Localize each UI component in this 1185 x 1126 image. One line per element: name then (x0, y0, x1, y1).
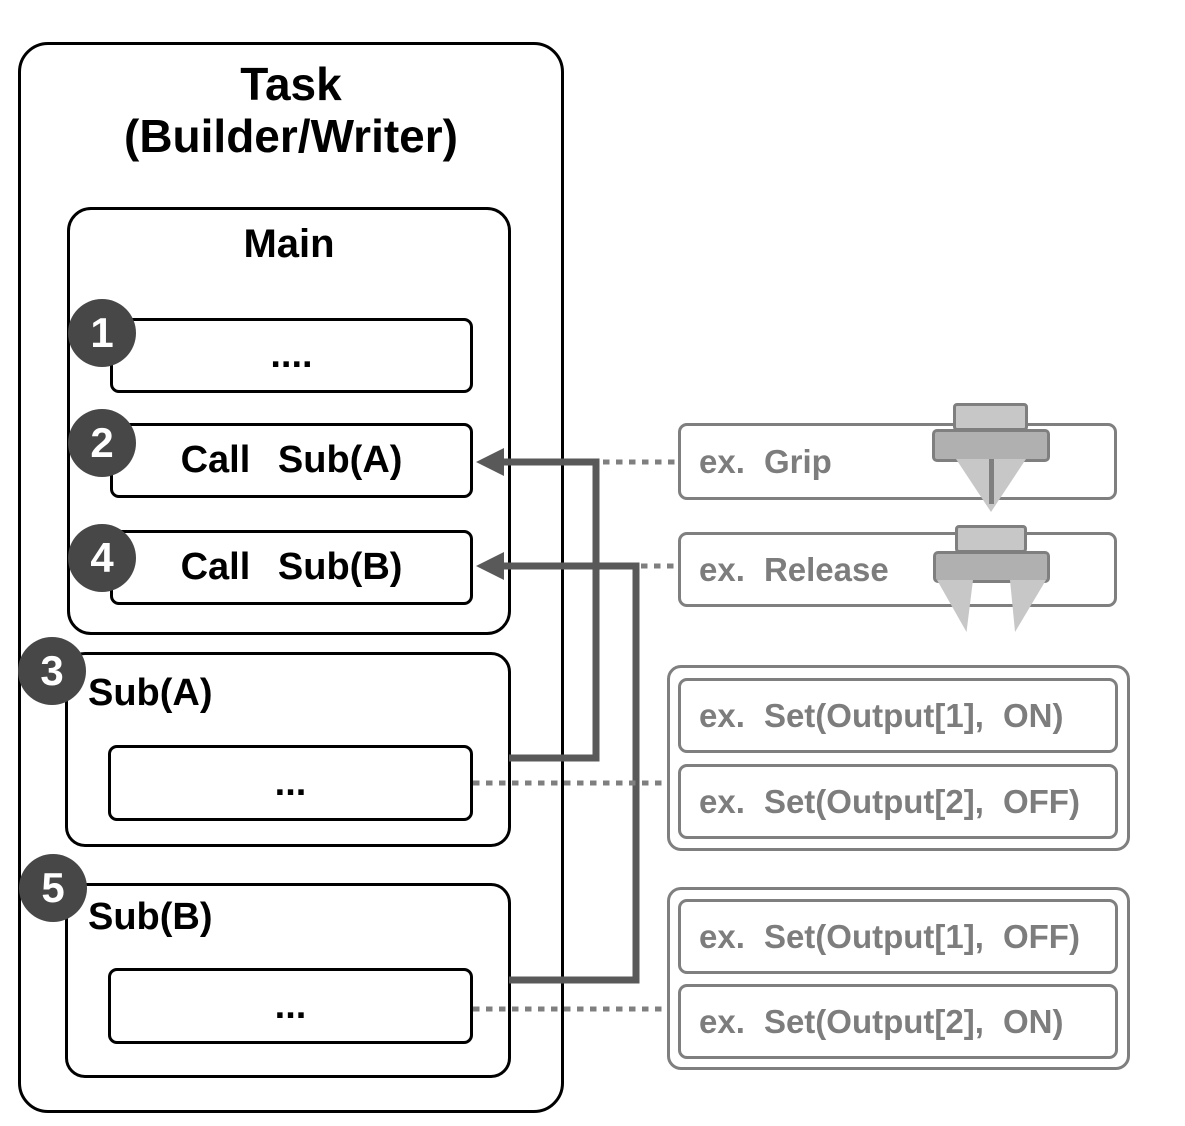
main-title: Main (243, 222, 335, 266)
step-number-3: 3 (18, 637, 86, 705)
example-set-output2-on-box: ex. Set(Output[2], ON) (678, 984, 1118, 1059)
sub-b-title: Sub(B) (88, 896, 213, 938)
task-title-line2: (Builder/Writer) (124, 110, 458, 162)
gripper-open-finger-right (1010, 580, 1046, 632)
gripper-open-finger-left (937, 580, 973, 632)
example-set-output1-on-label: ex. Set(Output[1], ON) (699, 696, 1064, 734)
sub-a-examples-group: ex. Set(Output[1], ON) ex. Set(Output[2]… (667, 665, 1130, 851)
gripper-open-top (955, 525, 1027, 553)
gripper-closed-top (953, 403, 1028, 431)
example-set-output2-off-label: ex. Set(Output[2], OFF) (699, 782, 1080, 820)
step-number-4: 4 (68, 524, 136, 592)
example-set-output1-on-box: ex. Set(Output[1], ON) (678, 678, 1118, 753)
gripper-closed-body (932, 429, 1050, 462)
step-number-2: 2 (68, 409, 136, 477)
example-grip-label: ex. Grip (699, 442, 832, 480)
example-set-output1-off-box: ex. Set(Output[1], OFF) (678, 899, 1118, 974)
step-number-5: 5 (19, 854, 87, 922)
example-set-output2-on-label: ex. Set(Output[2], ON) (699, 1002, 1064, 1040)
task-title-line1: Task (240, 58, 342, 110)
step-box-call-sub-a: Call Sub(A) (110, 423, 473, 498)
step-box-dots: .... (110, 318, 473, 393)
example-release-label: ex. Release (699, 550, 889, 588)
gripper-closed-icon (932, 403, 1052, 513)
gripper-closed-slot (989, 459, 994, 504)
example-set-output2-off-box: ex. Set(Output[2], OFF) (678, 764, 1118, 839)
sub-b-body-box: ... (108, 968, 473, 1044)
example-set-output1-off-label: ex. Set(Output[1], OFF) (699, 917, 1080, 955)
sub-a-title: Sub(A) (88, 672, 213, 714)
main-box (67, 207, 511, 635)
sub-b-examples-group: ex. Set(Output[1], OFF) ex. Set(Output[2… (667, 887, 1130, 1070)
sub-a-body-box: ... (108, 745, 473, 821)
step-box-call-sub-b: Call Sub(B) (110, 530, 473, 605)
gripper-open-icon (933, 525, 1053, 635)
task-title: Task (Builder/Writer) (18, 58, 564, 162)
gripper-open-body (933, 551, 1050, 583)
step-number-1: 1 (68, 299, 136, 367)
